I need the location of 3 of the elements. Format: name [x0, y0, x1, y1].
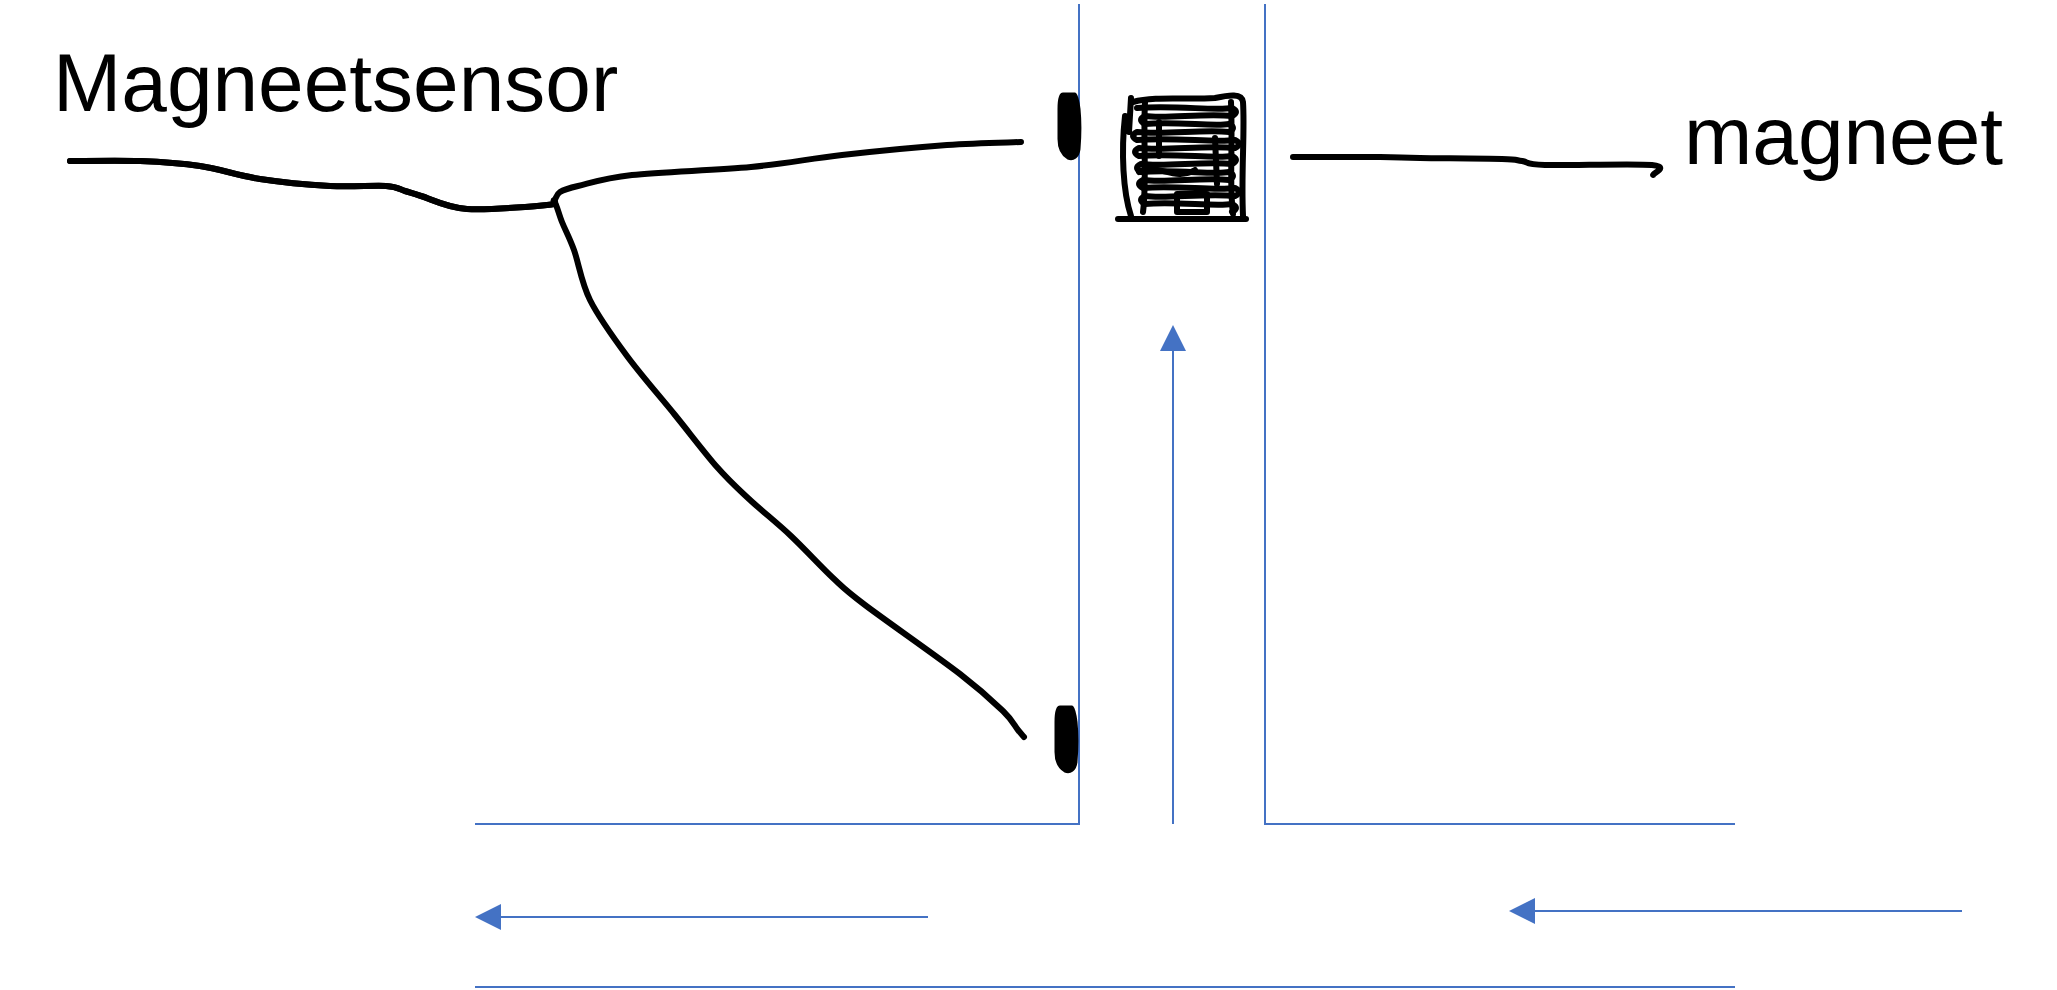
sensor-sketch	[1056, 91, 1082, 162]
leader-line	[67, 157, 1027, 740]
leader-line	[1290, 153, 1664, 178]
